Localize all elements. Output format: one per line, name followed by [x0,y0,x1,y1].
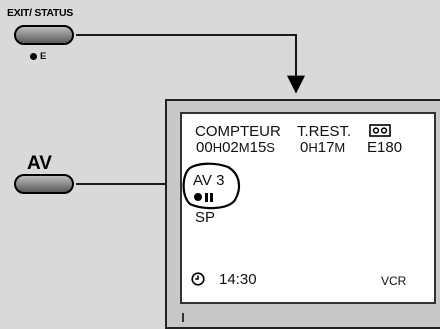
tv-stand [182,313,422,322]
exit-status-sub-label: E [30,51,46,62]
exit-status-button[interactable] [14,25,74,45]
remaining-label: T.REST. [297,123,352,140]
remaining-value: 0H17M [300,139,346,156]
counter-label: COMPTEUR [195,123,281,140]
tape-type: E180 [367,139,403,156]
av-label: AV [27,153,52,174]
bullet-icon [30,52,37,60]
input-label: AV 3 [193,172,225,189]
exit-connector-line [76,34,305,94]
record-pause-status [194,189,215,205]
av-button[interactable] [14,174,74,194]
mode-label: VCR [381,274,407,288]
record-dot-icon [194,193,202,202]
speed-label: SP [195,209,216,226]
cassette-icon [369,124,391,137]
exit-status-label: EXIT/ STATUS [7,7,74,19]
clock-icon [191,272,205,286]
pause-icon [205,190,215,205]
clock-time: 14:30 [219,271,257,288]
counter-value: 00H02M15S [196,139,275,156]
connector-lines [76,34,305,193]
diagram-stage: EXIT/ STATUS E AV COMPTEUR 00H02M15S T.R… [7,7,440,329]
